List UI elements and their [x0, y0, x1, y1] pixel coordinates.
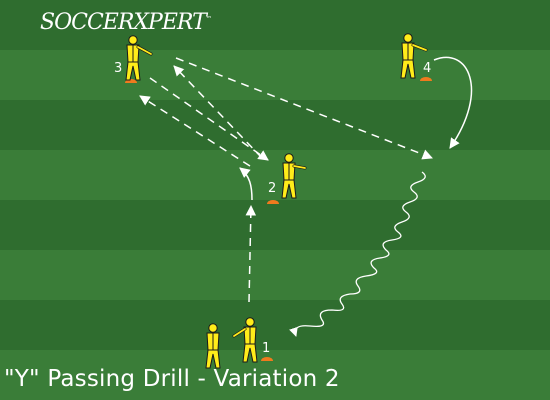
- player-2: [281, 153, 307, 199]
- player-3: [125, 35, 153, 81]
- label-player-3: 3: [114, 61, 122, 76]
- cone-4: [420, 77, 432, 81]
- cone-1: [261, 357, 273, 361]
- logo-text: SOCCERXPERT: [40, 10, 207, 35]
- player-1: [232, 317, 258, 363]
- drill-title: "Y" Passing Drill - Variation 2: [4, 366, 340, 392]
- cone-2: [267, 200, 279, 204]
- pass-3-to-2: [149, 77, 269, 161]
- trademark-mark: ™: [205, 15, 212, 23]
- label-player-1: 1: [262, 341, 270, 356]
- label-player-4: 4: [423, 61, 431, 76]
- pass-3-to-space: [175, 57, 433, 160]
- label-player-2: 2: [268, 181, 276, 196]
- dribble-4-to-1: [289, 171, 426, 337]
- run-2-support: [239, 167, 253, 201]
- soccerxpert-logo: SOCCERXPERT™: [40, 10, 212, 35]
- player-4: [400, 33, 428, 79]
- pass-2-to-3-b: [139, 95, 251, 167]
- run-4-to-space: [433, 56, 473, 149]
- pass-2-to-3-a: [173, 65, 263, 159]
- pass-1-to-2: [245, 204, 257, 303]
